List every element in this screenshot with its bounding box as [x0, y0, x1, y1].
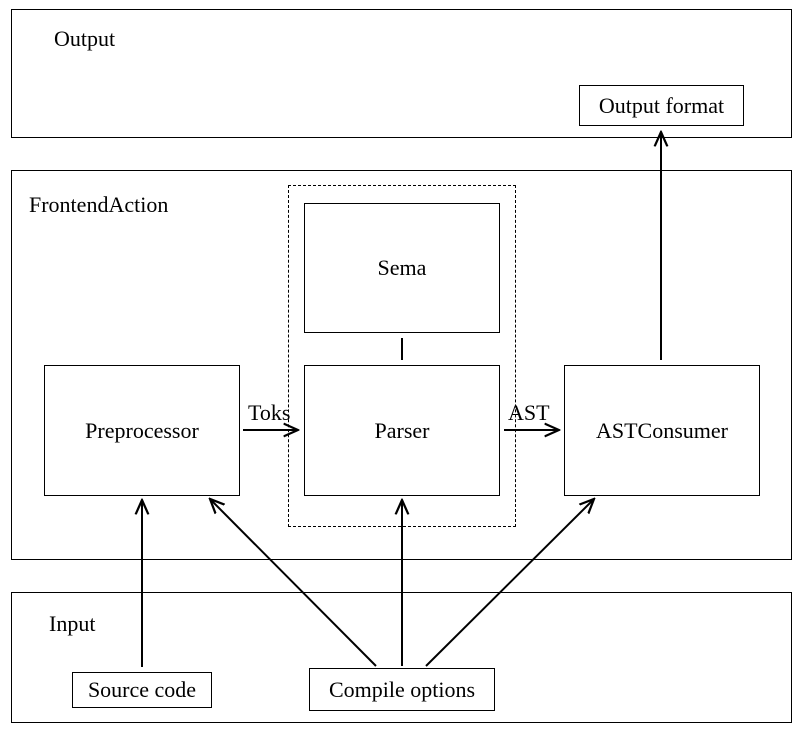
output-format-box: Output format — [579, 85, 744, 126]
ast-edge-label: AST — [508, 400, 550, 425]
output-region — [11, 9, 792, 138]
sema-box: Sema — [304, 203, 500, 333]
preprocessor-box: Preprocessor — [44, 365, 240, 496]
astconsumer-box: ASTConsumer — [564, 365, 760, 496]
options-to-astconsumer-arrow — [425, 499, 594, 667]
parser-box: Parser — [304, 365, 500, 496]
options-to-preprocessor-arrow — [210, 499, 377, 667]
compile-options-box: Compile options — [309, 668, 495, 711]
output-region-label: Output — [54, 26, 116, 51]
input-region-label: Input — [49, 611, 96, 636]
source-code-box: Source code — [72, 672, 212, 708]
frontend-action-region-label: FrontendAction — [29, 192, 169, 217]
toks-edge-label: Toks — [248, 400, 291, 425]
